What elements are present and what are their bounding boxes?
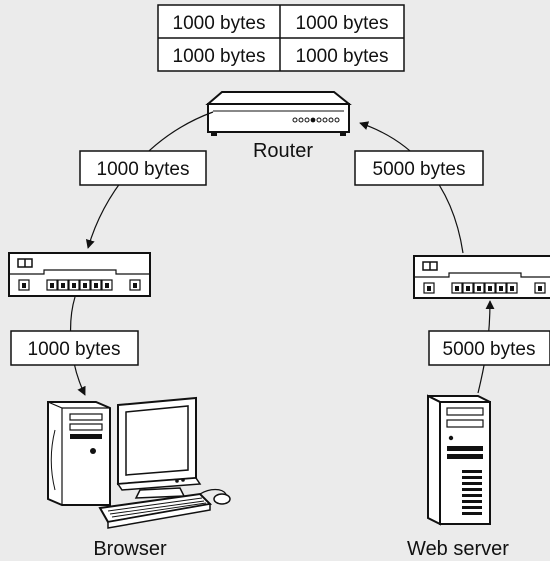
- svg-text:5000 bytes: 5000 bytes: [443, 339, 536, 360]
- router-label: Router: [253, 140, 313, 162]
- svg-text:1000 bytes: 1000 bytes: [97, 159, 190, 180]
- packet-cell: 1000 bytes: [173, 13, 266, 34]
- link-label-left-browser: 1000 bytes: [10, 330, 139, 366]
- packet-cell: 1000 bytes: [296, 46, 389, 67]
- packet-cell: 1000 bytes: [296, 13, 389, 34]
- router-icon: [205, 91, 352, 136]
- desktop-computer-icon: [47, 396, 231, 529]
- left-switch-icon: [8, 252, 151, 297]
- svg-text:5000 bytes: 5000 bytes: [373, 159, 466, 180]
- packet-table: 1000 bytes 1000 bytes 1000 bytes 1000 by…: [157, 4, 405, 72]
- browser-label: Browser: [93, 538, 167, 560]
- tower-server-icon: [427, 394, 491, 526]
- packet-cell: 1000 bytes: [173, 46, 266, 67]
- svg-text:1000 bytes: 1000 bytes: [28, 339, 121, 360]
- link-label-router-left: 1000 bytes: [79, 150, 207, 186]
- link-label-right-router: 5000 bytes: [354, 150, 484, 186]
- web-server-label: Web server: [407, 538, 509, 560]
- link-right-switch-to-router: [359, 121, 464, 254]
- right-switch-icon: [413, 255, 550, 299]
- link-label-server-right: 5000 bytes: [428, 330, 550, 366]
